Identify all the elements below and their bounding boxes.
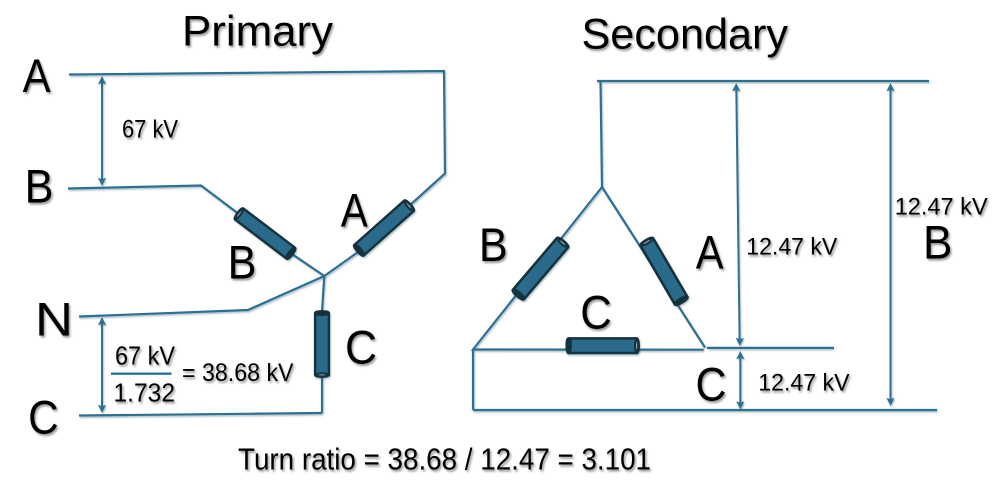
svg-text:C: C	[28, 391, 59, 444]
svg-text:12.47 kV: 12.47 kV	[758, 370, 850, 397]
svg-text:= 38.68 kV: = 38.68 kV	[182, 359, 294, 387]
svg-text:12.47 kV: 12.47 kV	[746, 234, 838, 261]
svg-text:1.732: 1.732	[114, 378, 176, 408]
svg-text:12.47 kV: 12.47 kV	[895, 194, 989, 221]
svg-text:C: C	[345, 321, 377, 374]
svg-text:Secondary: Secondary	[582, 11, 789, 59]
svg-text:67 kV: 67 kV	[115, 341, 176, 371]
svg-text:C: C	[696, 358, 727, 411]
svg-text:A: A	[341, 184, 369, 237]
svg-text:N: N	[35, 293, 73, 346]
svg-text:Turn ratio = 38.68 / 12.47 = 3: Turn ratio = 38.68 / 12.47 = 3.101	[238, 442, 651, 477]
svg-text:67 kV: 67 kV	[122, 116, 178, 144]
svg-text:B: B	[923, 216, 952, 269]
svg-text:A: A	[696, 226, 724, 279]
svg-text:A: A	[23, 49, 52, 102]
svg-text:B: B	[228, 236, 257, 289]
svg-text:Primary: Primary	[182, 8, 334, 56]
svg-text:B: B	[25, 160, 54, 213]
svg-text:B: B	[479, 218, 508, 271]
svg-text:C: C	[580, 286, 612, 339]
